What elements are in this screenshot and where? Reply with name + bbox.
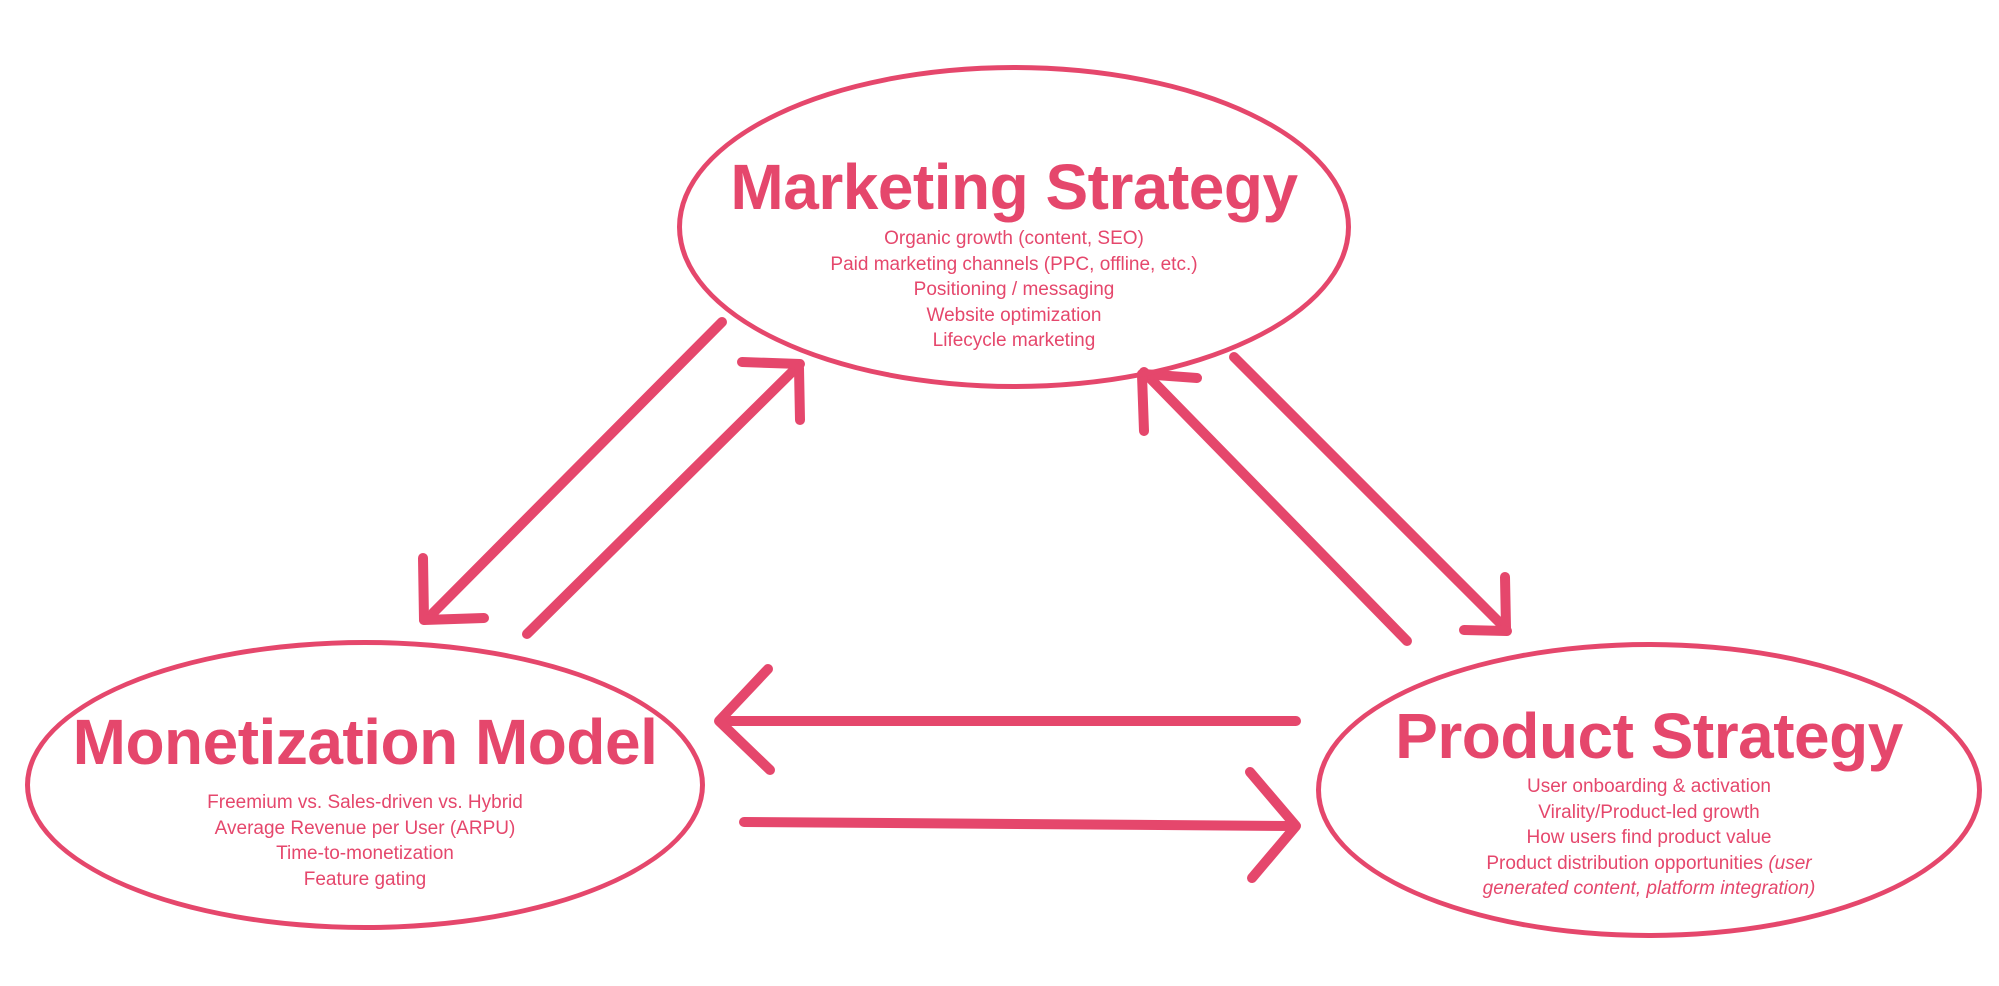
node-detail-line: Average Revenue per User (ARPU) [214, 817, 516, 839]
arrowhead-barb [1500, 572, 1511, 633]
node-detail-line: Lifecycle marketing [932, 330, 1096, 351]
arrow-monetization-to-product [739, 767, 1301, 883]
arrowhead-barb [794, 363, 805, 425]
node-detail-line: Feature gating [303, 868, 427, 890]
arrow-marketing-to-product [1229, 352, 1512, 636]
node-detail-line: generated content, platform integration) [1482, 878, 1816, 899]
arrow-shaft [1139, 367, 1412, 646]
arrowhead-barb [418, 553, 429, 625]
arrow-monetization-to-marketing [522, 357, 805, 639]
node-detail-line: How users find product value [1526, 827, 1772, 848]
node-detail-line: Time-to-monetization [276, 843, 454, 864]
arrowhead-barb [1459, 625, 1512, 636]
arrow-marketing-to-monetization [418, 317, 727, 625]
node-detail-line: Website optimization [926, 304, 1102, 326]
arrowhead-chevron [714, 664, 775, 775]
arrow-shaft [428, 317, 727, 618]
node-title-marketing-strategy: Marketing Strategy [730, 151, 1298, 223]
arrow-shaft [522, 362, 802, 639]
arrow-shaft [1229, 352, 1510, 633]
node-title-product-strategy: Product Strategy [1395, 700, 1903, 772]
node-title-monetization-model: Monetization Model [72, 706, 658, 778]
arrow-product-to-monetization [714, 664, 1301, 775]
arrow-shaft [739, 817, 1299, 831]
node-detail-line: User onboarding & activation [1527, 776, 1771, 797]
node-detail-line: Paid marketing channels (PPC, offline, e… [830, 253, 1198, 275]
arrowhead-barb [1137, 370, 1149, 436]
node-product-strategy: Product Strategy User onboarding & activ… [1316, 642, 1982, 938]
node-monetization-model: Monetization Model Freemium vs. Sales-dr… [25, 640, 705, 930]
node-detail-line: Positioning / messaging [913, 279, 1115, 300]
node-detail-line: Organic growth (content, SEO) [884, 228, 1144, 249]
arrowhead-chevron [1245, 767, 1301, 883]
node-detail-line: Freemium vs. Sales-driven vs. Hybrid [207, 792, 523, 813]
node-detail-line: Virality/Product-led growth [1538, 801, 1760, 823]
arrowhead-barb [737, 357, 805, 369]
node-details-marketing-strategy: Organic growth (content, SEO) Paid market… [830, 226, 1197, 354]
arrowhead-barb [419, 613, 489, 625]
node-marketing-strategy: Marketing Strategy Organic growth (conte… [677, 65, 1351, 389]
node-detail-line: Product distribution opportunities (user [1486, 852, 1812, 874]
arrow-product-to-marketing [1137, 367, 1412, 646]
